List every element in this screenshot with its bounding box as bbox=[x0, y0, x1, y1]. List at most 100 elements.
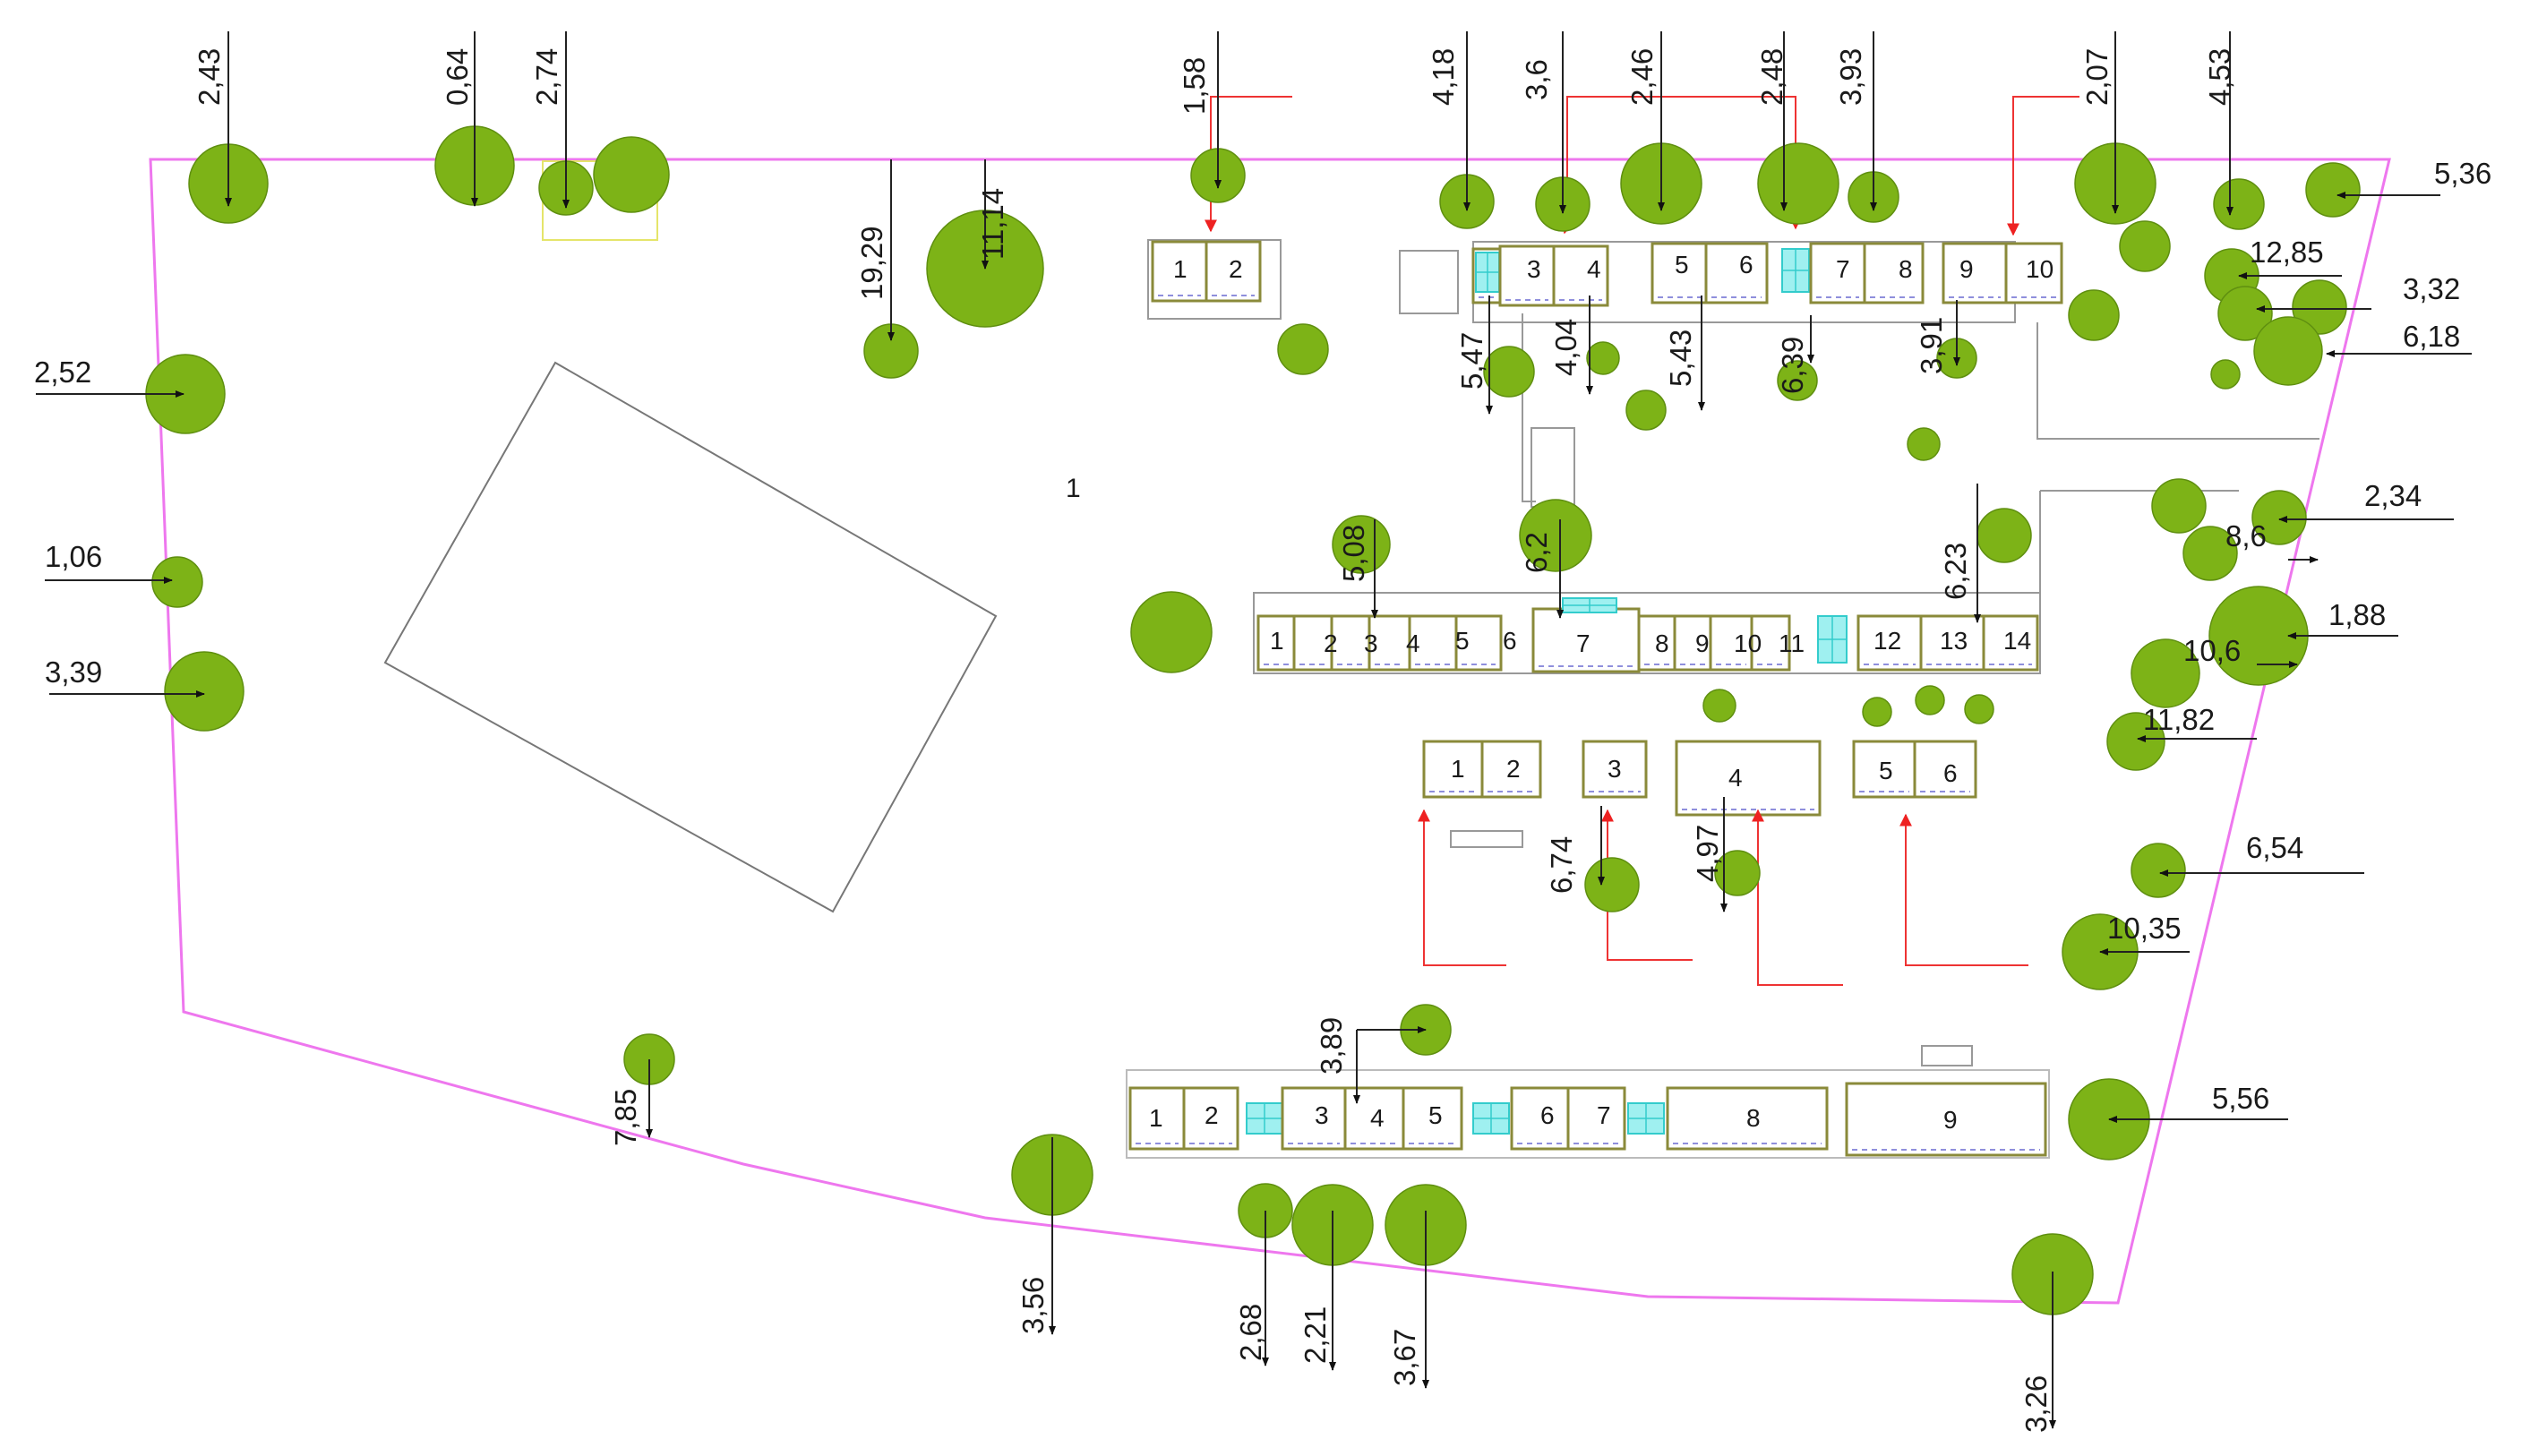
tree-canopy bbox=[1483, 346, 1535, 398]
unit-label: 2 bbox=[1506, 755, 1521, 783]
dimension-label: 4,97 bbox=[1691, 825, 1724, 882]
unit-label: 12 bbox=[1873, 627, 1901, 655]
unit-label: 6 bbox=[1540, 1101, 1555, 1129]
tree-canopy bbox=[164, 651, 244, 732]
tree-canopy bbox=[1519, 499, 1592, 572]
unit-label: 1 bbox=[1149, 1104, 1163, 1132]
building-unit bbox=[1913, 740, 1977, 799]
tree-canopy bbox=[1586, 341, 1620, 375]
tree-canopy bbox=[2151, 478, 2207, 534]
dimension-label: 2,21 bbox=[1299, 1306, 1332, 1364]
building-unit bbox=[1673, 614, 1712, 672]
tree-canopy bbox=[2292, 279, 2347, 335]
building-unit bbox=[1256, 614, 1296, 672]
building-unit bbox=[1666, 1086, 1829, 1151]
dimension-label: 6,74 bbox=[1545, 836, 1578, 894]
dimension-label: 12,85 bbox=[2250, 236, 2324, 269]
dimension-label: 4,18 bbox=[1427, 48, 1460, 106]
tree-canopy bbox=[1964, 694, 1994, 724]
tree-canopy bbox=[2213, 178, 2265, 230]
unit-label: 1 bbox=[1451, 755, 1465, 783]
dimension-label: 6,54 bbox=[2246, 831, 2303, 864]
tree-canopy bbox=[2253, 316, 2323, 386]
tree-canopy bbox=[1862, 697, 1892, 727]
building-unit bbox=[1454, 614, 1503, 672]
sports-field-outline bbox=[383, 361, 998, 913]
dimension-label: 10,6 bbox=[2183, 634, 2241, 667]
tree-canopy bbox=[1907, 427, 1941, 461]
unit-label: 10 bbox=[1734, 630, 1762, 657]
tree-canopy bbox=[1915, 685, 1945, 715]
unit-label: 7 bbox=[1576, 630, 1591, 657]
building-unit bbox=[1408, 614, 1458, 672]
dimension-label: 1,58 bbox=[1178, 57, 1211, 115]
unit-label: 8 bbox=[1899, 255, 1913, 283]
tree-canopy bbox=[1976, 508, 2032, 563]
dimension-label: 6,39 bbox=[1776, 337, 1809, 394]
dimension-label: 2,68 bbox=[1234, 1304, 1267, 1361]
unit-label: 5 bbox=[1879, 757, 1893, 784]
site-area-label: 1 bbox=[1066, 474, 1081, 503]
dimension-label: 3,67 bbox=[1388, 1329, 1421, 1386]
tree-canopy bbox=[1130, 591, 1213, 673]
building-unit bbox=[1856, 614, 1923, 672]
dimension-label: 5,47 bbox=[1455, 332, 1488, 390]
dimension-label: 6,23 bbox=[1939, 543, 1972, 600]
tree-canopy bbox=[2210, 359, 2241, 390]
dimension-label: 10,35 bbox=[2107, 912, 2182, 945]
dimension-label: 5,36 bbox=[2434, 157, 2491, 190]
dimension-label: 7,85 bbox=[609, 1089, 642, 1146]
unit-label: 10 bbox=[2026, 255, 2054, 283]
dimension-label: 3,89 bbox=[1315, 1017, 1348, 1075]
dimension-label: 5,56 bbox=[2212, 1082, 2269, 1115]
building-unit bbox=[1637, 614, 1676, 672]
dimension-label: 11,14 bbox=[976, 188, 1009, 260]
building-unit bbox=[1552, 244, 1609, 307]
dimension-label: 11,82 bbox=[2143, 703, 2215, 736]
building-unit bbox=[1809, 242, 1866, 304]
building-unit bbox=[1128, 1086, 1186, 1151]
building-unit bbox=[1704, 242, 1769, 304]
unit-label: 2 bbox=[1229, 255, 1243, 283]
building-unit bbox=[1942, 242, 2008, 304]
dimension-label: 3,6 bbox=[1520, 59, 1553, 100]
building-frame bbox=[1253, 592, 2041, 674]
unit-label: 6 bbox=[1503, 627, 1517, 655]
building-unit bbox=[1480, 740, 1542, 799]
dimension-label: 5,43 bbox=[1664, 330, 1697, 387]
unit-label: 8 bbox=[1655, 630, 1669, 657]
building-unit bbox=[1675, 740, 1822, 817]
unit-label: 7 bbox=[1597, 1101, 1611, 1129]
building-unit bbox=[1582, 740, 1648, 799]
dimension-label: 2,07 bbox=[2080, 48, 2114, 106]
unit-label: 1 bbox=[1173, 255, 1188, 283]
unit-label: 8 bbox=[1746, 1104, 1761, 1132]
unit-label: 3 bbox=[1527, 255, 1541, 283]
building-unit bbox=[1982, 614, 2039, 672]
building-unit bbox=[1151, 240, 1208, 303]
dimension-label: 19,29 bbox=[855, 226, 888, 300]
unit-label: 6 bbox=[1739, 251, 1753, 278]
unit-label: 5 bbox=[1675, 251, 1689, 278]
unit-label: 7 bbox=[1836, 255, 1850, 283]
unit-label: 14 bbox=[2003, 627, 2031, 655]
unit-label: 3 bbox=[1608, 755, 1622, 783]
dimension-label: 3,26 bbox=[2019, 1375, 2053, 1433]
unit-label: 3 bbox=[1364, 630, 1378, 657]
unit-label: 9 bbox=[1943, 1106, 1958, 1134]
dimension-label: 0,64 bbox=[441, 48, 474, 106]
dimension-label: 3,56 bbox=[1016, 1277, 1050, 1334]
dimension-label: 3,91 bbox=[1915, 317, 1948, 374]
unit-label: 2 bbox=[1205, 1101, 1219, 1129]
tree-canopy bbox=[1714, 850, 1761, 896]
dimension-label: 3,32 bbox=[2403, 272, 2460, 305]
unit-label: 4 bbox=[1370, 1104, 1385, 1132]
dimension-label: 2,52 bbox=[34, 355, 91, 389]
tree-canopy bbox=[1625, 390, 1667, 431]
building-unit bbox=[1281, 1086, 1347, 1151]
dimension-label: 4,53 bbox=[2203, 48, 2236, 106]
dimension-label: 2,46 bbox=[1625, 48, 1659, 106]
tree-canopy bbox=[151, 556, 203, 608]
tree-canopy bbox=[1757, 142, 1839, 225]
building-unit bbox=[1750, 614, 1791, 672]
